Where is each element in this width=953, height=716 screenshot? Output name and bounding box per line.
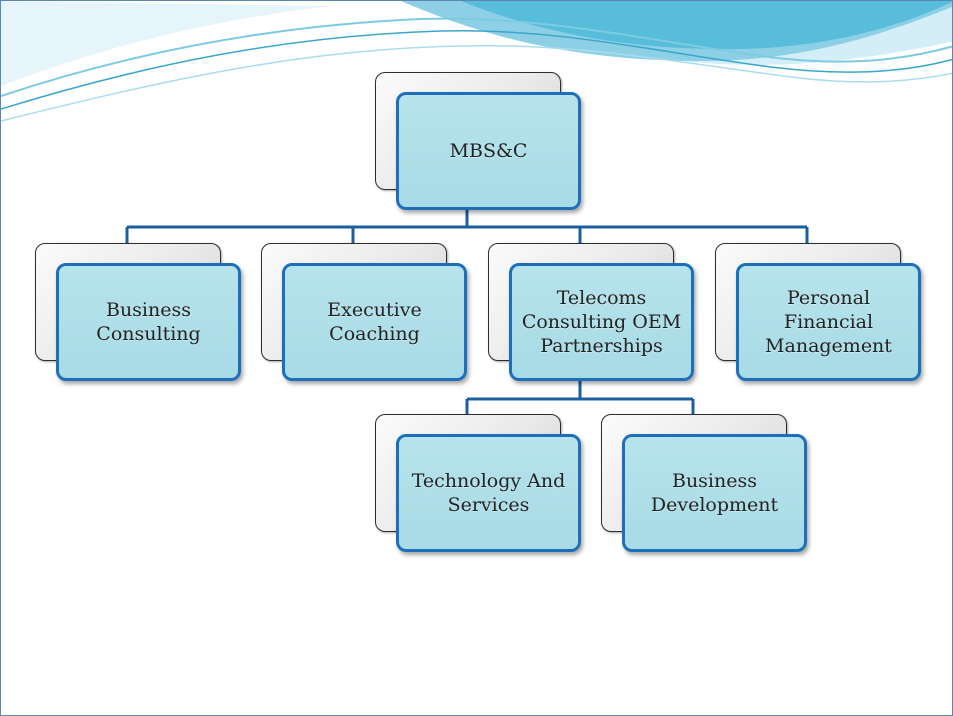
node-card: Executive Coaching xyxy=(282,263,467,381)
node-label: Executive Coaching xyxy=(327,299,422,345)
node-mbsc: MBS&C xyxy=(375,72,581,210)
node-executive-coaching: Executive Coaching xyxy=(261,243,467,381)
node-personal-financial-management: Personal Financial Management xyxy=(715,243,921,381)
node-business-development: Business Development xyxy=(601,414,807,552)
node-telecoms-consulting: Telecoms Consulting OEM Partnerships xyxy=(488,243,694,381)
node-label: Business Development xyxy=(650,470,779,516)
node-label: Telecoms Consulting OEM Partnerships xyxy=(521,287,682,357)
node-card: MBS&C xyxy=(396,92,581,210)
header-wave-decoration xyxy=(1,1,952,122)
node-label: Business Consulting xyxy=(96,299,201,345)
node-card: Technology And Services xyxy=(396,434,581,552)
node-label: MBS&C xyxy=(449,140,528,162)
node-card: Personal Financial Management xyxy=(736,263,921,381)
node-card: Business Development xyxy=(622,434,807,552)
node-label: Technology And Services xyxy=(411,470,566,516)
node-label: Personal Financial Management xyxy=(765,287,892,357)
node-card: Telecoms Consulting OEM Partnerships xyxy=(509,263,694,381)
node-technology-and-services: Technology And Services xyxy=(375,414,581,552)
node-card: Business Consulting xyxy=(56,263,241,381)
node-business-consulting: Business Consulting xyxy=(35,243,241,381)
